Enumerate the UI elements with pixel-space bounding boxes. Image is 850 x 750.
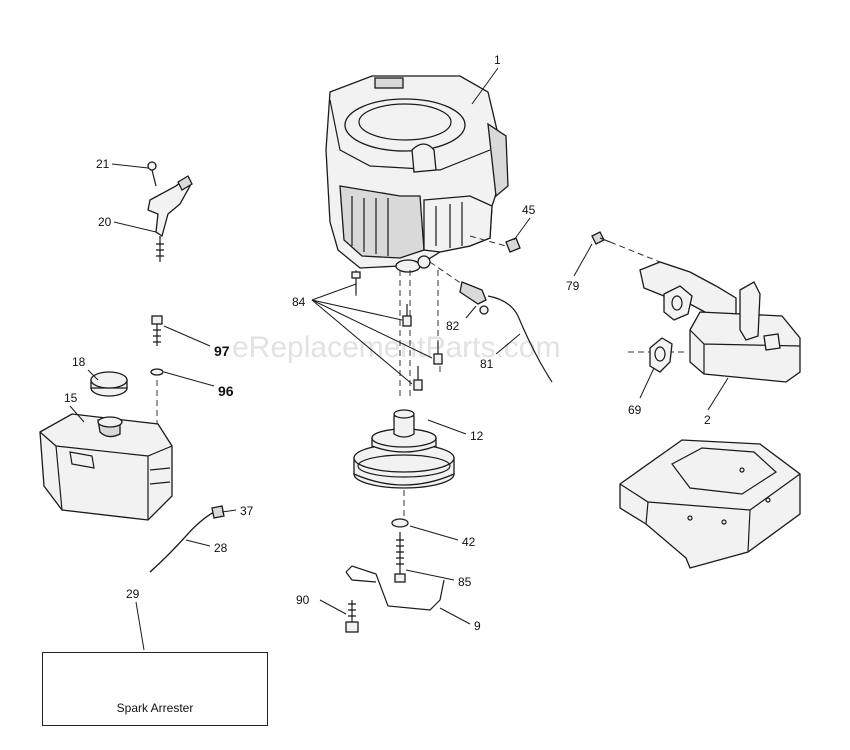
- callout-81: 81: [480, 357, 494, 371]
- bolt-97-part: [150, 315, 164, 432]
- callout-12: 12: [470, 429, 484, 443]
- callout-97: 97: [214, 343, 230, 359]
- callout-79: 79: [566, 279, 580, 293]
- engine-bolts-part: [351, 270, 443, 400]
- callout-15: 15: [64, 391, 78, 405]
- callout-21: 21: [96, 157, 110, 171]
- callout-69: 69: [628, 403, 642, 417]
- spark-arrester-box: Spark Arrester: [42, 652, 268, 726]
- leader-lines: [69, 67, 729, 651]
- throttle-control-part: [147, 161, 193, 262]
- callout-28: 28: [214, 541, 228, 555]
- bolt-79-part: [591, 231, 661, 263]
- callout-85: 85: [458, 575, 472, 589]
- callout-1: 1: [494, 53, 501, 67]
- fuel-tank-part: [39, 413, 173, 521]
- fuel-line-part: [149, 505, 225, 573]
- callout-9: 9: [474, 619, 481, 633]
- callout-2: 2: [704, 413, 711, 427]
- callout-20: 20: [98, 215, 112, 229]
- engine-plate-part: [619, 439, 801, 569]
- callout-42: 42: [462, 535, 476, 549]
- callout-82: 82: [446, 319, 460, 333]
- spark-arrester-label: Spark Arrester: [116, 701, 194, 715]
- callout-labels: 1 21 20 97 96 18 15 37 28 29 84 82 81 45…: [64, 53, 711, 633]
- fuel-cap-part: [90, 371, 128, 397]
- bolt-85-part: [394, 532, 406, 583]
- gasket-69-part: [628, 337, 686, 373]
- engine-part: [325, 75, 509, 273]
- callout-96: 96: [218, 383, 234, 399]
- callout-84: 84: [292, 295, 306, 309]
- callout-29: 29: [126, 587, 140, 601]
- fuel-pump-part: [429, 261, 553, 383]
- callout-90: 90: [296, 593, 310, 607]
- bolt-45-part: [469, 235, 521, 253]
- callout-18: 18: [72, 355, 86, 369]
- callout-45: 45: [522, 203, 536, 217]
- washer-42-part: [391, 518, 409, 528]
- pulley-part: [353, 409, 455, 520]
- bracket-part: [345, 565, 445, 611]
- muffler-part: [639, 261, 801, 383]
- watermark-text: eReplacementParts.com: [232, 331, 560, 364]
- bolt-90-part: [345, 600, 359, 633]
- callout-37: 37: [240, 504, 254, 518]
